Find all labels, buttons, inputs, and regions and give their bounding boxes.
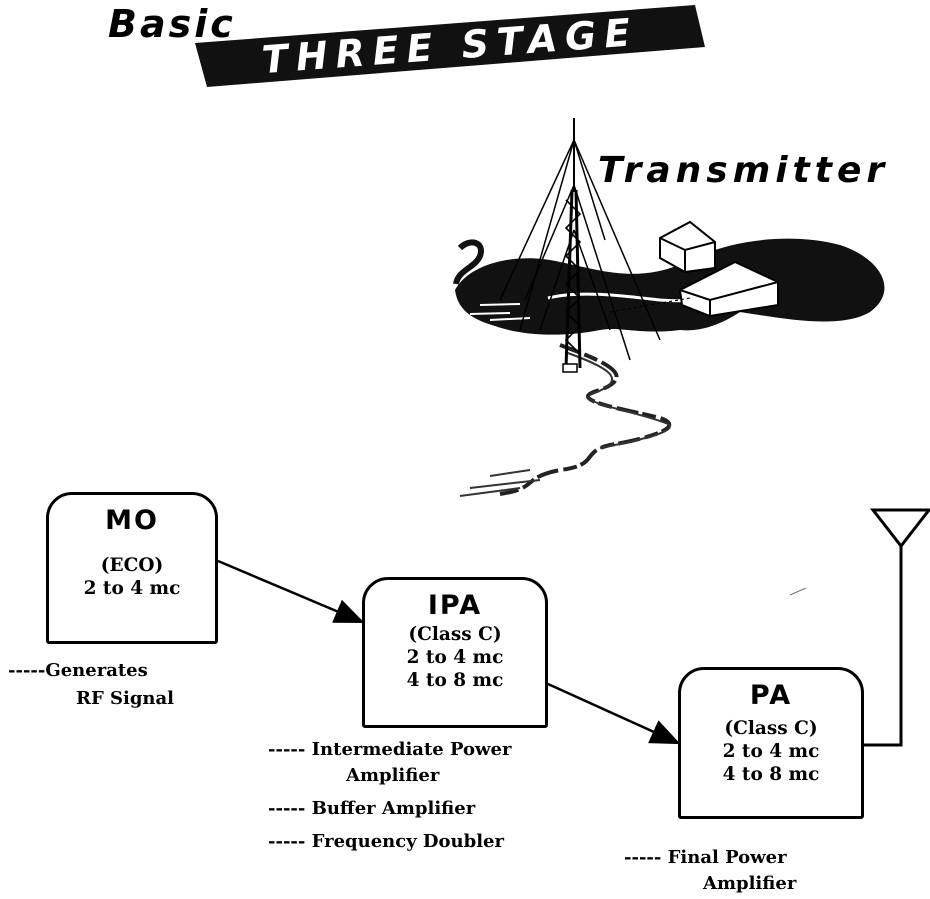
- note-ipa-1-line-1: ----- Intermediate Power: [268, 739, 511, 760]
- stage-ipa-line-2: 2 to 4 mc: [365, 646, 545, 669]
- stage-name-pa: PA: [681, 680, 861, 711]
- stage-mo-line-1: (ECO): [49, 554, 215, 577]
- barn-1: [660, 222, 715, 272]
- landscape-illustration: [455, 222, 884, 496]
- stage-box-ipa: IPA (Class C) 2 to 4 mc 4 to 8 mc: [362, 577, 548, 728]
- note-ipa-3: ----- Frequency Doubler: [268, 831, 504, 852]
- note-mo-line-1: -----Generates: [8, 660, 148, 681]
- note-ipa-1-line-2: Amplifier: [346, 765, 439, 786]
- arrow-ipa-to-pa: [548, 684, 676, 742]
- stage-pa-line-3: 4 to 8 mc: [681, 763, 861, 786]
- note-ipa-2: ----- Buffer Amplifier: [268, 798, 475, 819]
- note-mo-line-2: RF Signal: [76, 688, 174, 709]
- stage-pa-line-2: 2 to 4 mc: [681, 740, 861, 763]
- note-pa-line-1: ----- Final Power: [624, 847, 787, 868]
- stage-box-pa: PA (Class C) 2 to 4 mc 4 to 8 mc: [678, 667, 864, 819]
- note-pa-line-2: Amplifier: [703, 873, 796, 894]
- stage-box-mo: MO (ECO) 2 to 4 mc: [46, 492, 218, 644]
- radio-tower-illustration: [500, 118, 660, 372]
- stage-name-ipa: IPA: [365, 590, 545, 621]
- arrow-mo-to-ipa: [218, 561, 360, 621]
- antenna-icon: [864, 510, 929, 745]
- stage-name-mo: MO: [49, 505, 215, 536]
- stage-ipa-line-3: 4 to 8 mc: [365, 669, 545, 692]
- stage-pa-line-1: (Class C): [681, 717, 861, 740]
- stage-ipa-line-1: (Class C): [365, 623, 545, 646]
- stage-mo-line-2: 2 to 4 mc: [49, 577, 215, 600]
